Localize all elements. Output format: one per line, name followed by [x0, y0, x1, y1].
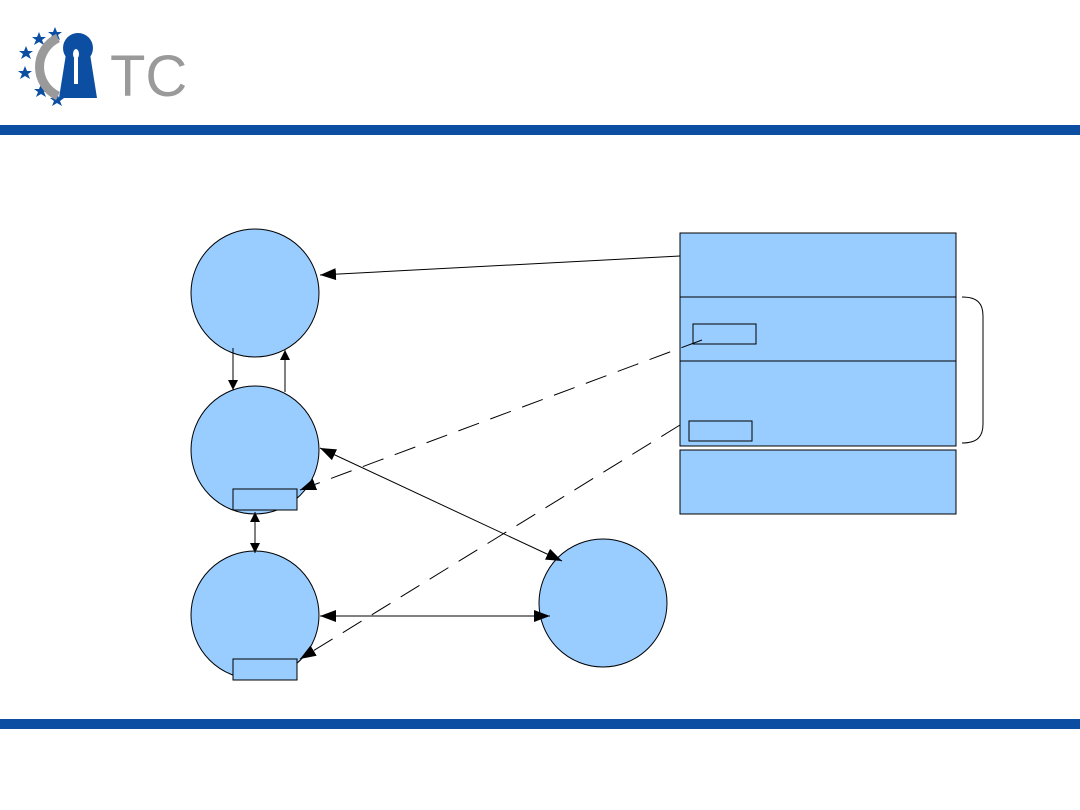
logo-arc — [35, 33, 61, 101]
stack-section-1 — [679, 232, 957, 298]
itc-logo: TC — [18, 27, 187, 109]
node-a — [190, 228, 320, 358]
arrow-stack-to-node-a — [319, 255, 681, 281]
node-b-small-box — [232, 488, 298, 511]
stack-section-4 — [679, 449, 957, 515]
node-c-small-box — [232, 658, 298, 681]
footer-divider-bar — [0, 719, 1080, 729]
dashed-arrow-stack-box-1-to-node-b — [299, 339, 703, 491]
memory-stack — [679, 232, 957, 515]
arrow-node-b-node-d — [319, 447, 563, 562]
node-d — [538, 538, 668, 668]
header-divider-bar — [0, 125, 1080, 135]
stack-brace — [961, 296, 984, 444]
stack-small-box-2 — [688, 420, 753, 442]
stack-small-box-1 — [692, 323, 757, 345]
logo-text: TC — [110, 44, 187, 109]
dashed-arrow-stack-box-2-to-node-c — [299, 424, 681, 660]
